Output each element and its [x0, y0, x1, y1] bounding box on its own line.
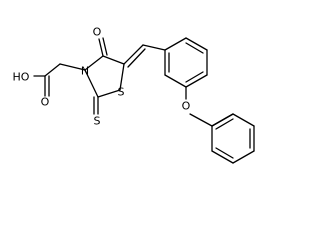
bond-ph2-d [211, 150, 234, 164]
bond-ph2-c [232, 150, 255, 164]
bond-n3-ch2 [59, 63, 86, 71]
bond-c4-oxo-b [102, 37, 108, 56]
bond-ph1-b [185, 37, 208, 51]
bond-ph2-f [211, 113, 234, 127]
bond-ph2-inner-b [215, 147, 234, 159]
bond-c5-methine-a [123, 44, 144, 65]
bond-n3-c4 [84, 55, 104, 71]
bond-ph1-e [164, 74, 187, 88]
bond-ch2-cooh [44, 63, 61, 77]
bond-ph2-a [232, 113, 255, 127]
bond-c5-methine-b [127, 48, 146, 68]
bond-c4-c5 [102, 55, 125, 65]
bond-c4-oxo-a [98, 38, 104, 57]
bond-ph1-inner-a [185, 42, 204, 54]
chemical-structure: O N S S HO O O [13, 26, 255, 164]
bond-c5-s1 [119, 63, 125, 91]
thioxo-sulfur-label: S [94, 115, 101, 128]
ether-oxygen-label: O [182, 100, 191, 113]
bond-s1-c2 [97, 89, 121, 98]
bond-c2-n3 [84, 69, 99, 98]
acid-carbonyl-oxygen-label: O [41, 96, 50, 109]
atom-labels: O N S S HO O O [13, 26, 191, 128]
bond-ph1-d [185, 74, 208, 88]
oxo-oxygen-label: O [93, 26, 102, 39]
bond-lines [33, 37, 255, 164]
acid-hydroxyl-label: HO [13, 71, 30, 84]
bond-ph1-inner-b [185, 71, 204, 83]
ring-sulfur-label: S [118, 86, 125, 99]
bond-ph1-a [164, 37, 187, 51]
ring-nitrogen-label: N [81, 65, 89, 78]
bond-ether-ch2 [189, 113, 213, 127]
bond-ph2-inner-c [215, 118, 234, 130]
bond-methine-phenyl [142, 44, 166, 51]
